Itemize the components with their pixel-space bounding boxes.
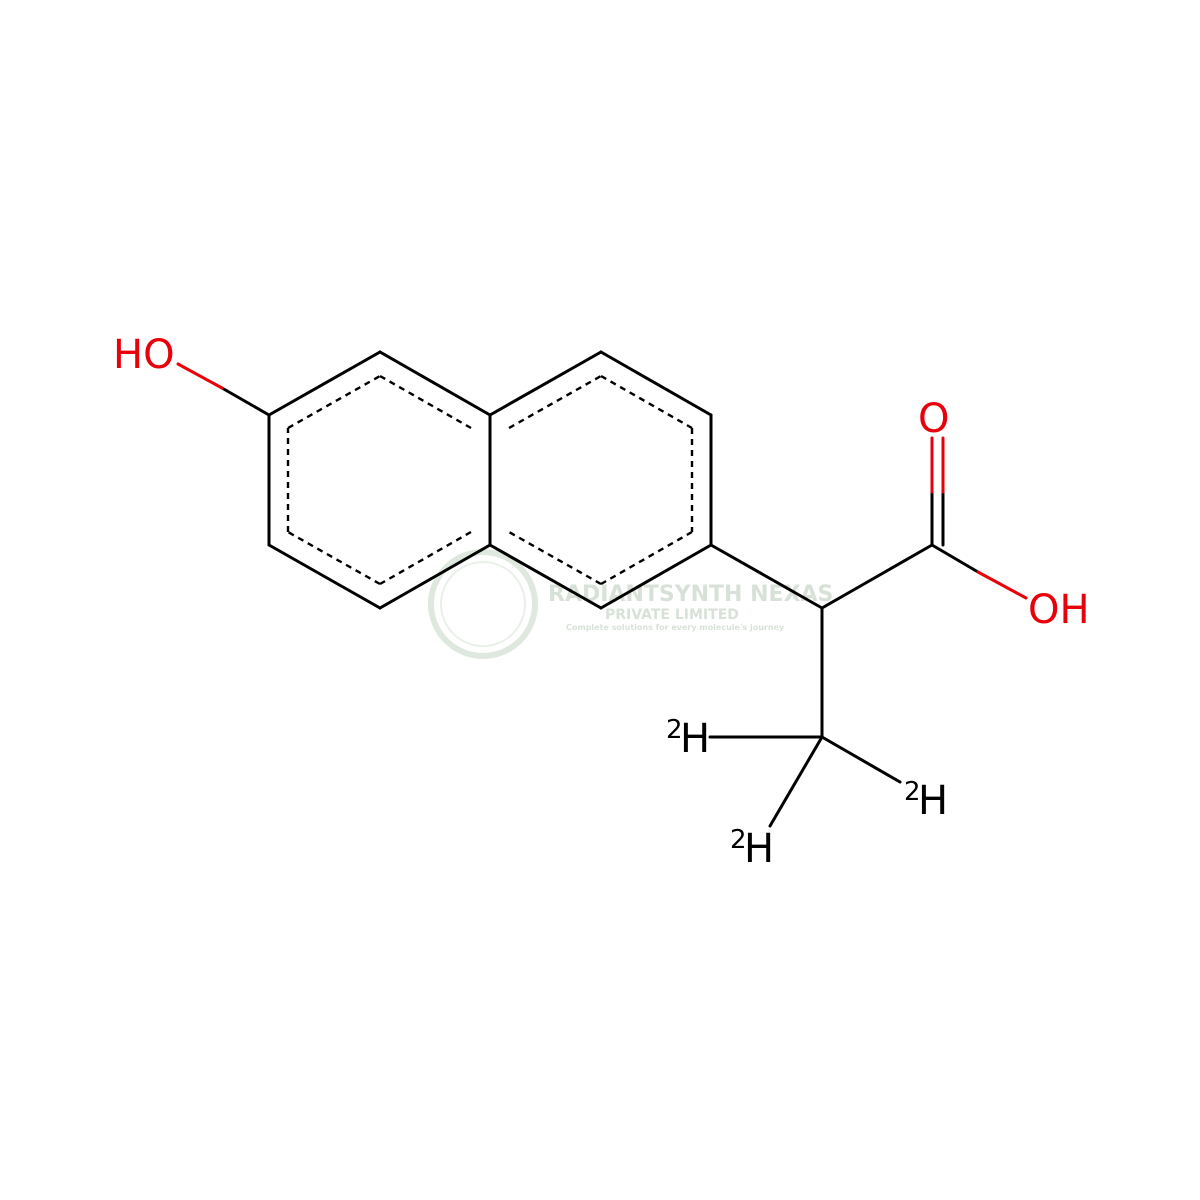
aromatic-bond	[379, 374, 472, 430]
bond	[599, 543, 713, 610]
watermark-logo-icon	[428, 549, 538, 659]
bond	[267, 350, 382, 417]
bond	[176, 362, 224, 390]
bond	[599, 350, 713, 417]
deuterium-label: H	[918, 778, 948, 824]
aromatic-bond	[287, 530, 381, 586]
watermark: RADIANTSYNTH NEXAS PRIVATE LIMITED Compl…	[428, 549, 833, 659]
bond	[488, 543, 603, 610]
hydroxyl-label: HO	[113, 332, 175, 378]
bond	[488, 350, 603, 417]
acid-hydroxyl-label: OH	[1028, 587, 1090, 633]
hydroxyl-group: HO	[113, 332, 271, 417]
watermark-tagline: Complete solutions for every molecule's …	[566, 623, 785, 632]
deuterium-label: H	[680, 716, 710, 762]
bond	[220, 386, 271, 417]
bond	[820, 543, 934, 610]
watermark-suffix: PRIVATE LIMITED	[605, 607, 739, 623]
bond	[820, 735, 902, 784]
bond	[930, 543, 980, 574]
watermark-logo-inner-icon	[440, 561, 526, 647]
aromatic-bond	[508, 530, 602, 586]
deuterium-isotope-label: 2	[666, 715, 683, 745]
deuterated-methyl-group: 2 H 2 H 2 H	[666, 715, 948, 872]
aromatic-bond	[600, 374, 693, 430]
aromatic-bond	[508, 374, 602, 430]
bond	[976, 570, 1028, 600]
bond	[267, 543, 382, 610]
right-aromatic-ring	[488, 350, 713, 610]
bond	[378, 350, 492, 417]
bond	[378, 543, 492, 610]
bond	[709, 543, 824, 610]
deuterium-isotope-label: 2	[904, 777, 921, 807]
carbonyl-oxygen-label: O	[918, 396, 949, 442]
aromatic-bond	[600, 530, 693, 586]
deuterium-label: H	[744, 826, 774, 872]
propanoic-acid-chain: O OH	[709, 396, 1090, 739]
bond	[768, 735, 824, 828]
aromatic-bond	[287, 374, 381, 430]
left-aromatic-ring	[267, 350, 492, 610]
deuterium-isotope-label: 2	[730, 825, 747, 855]
